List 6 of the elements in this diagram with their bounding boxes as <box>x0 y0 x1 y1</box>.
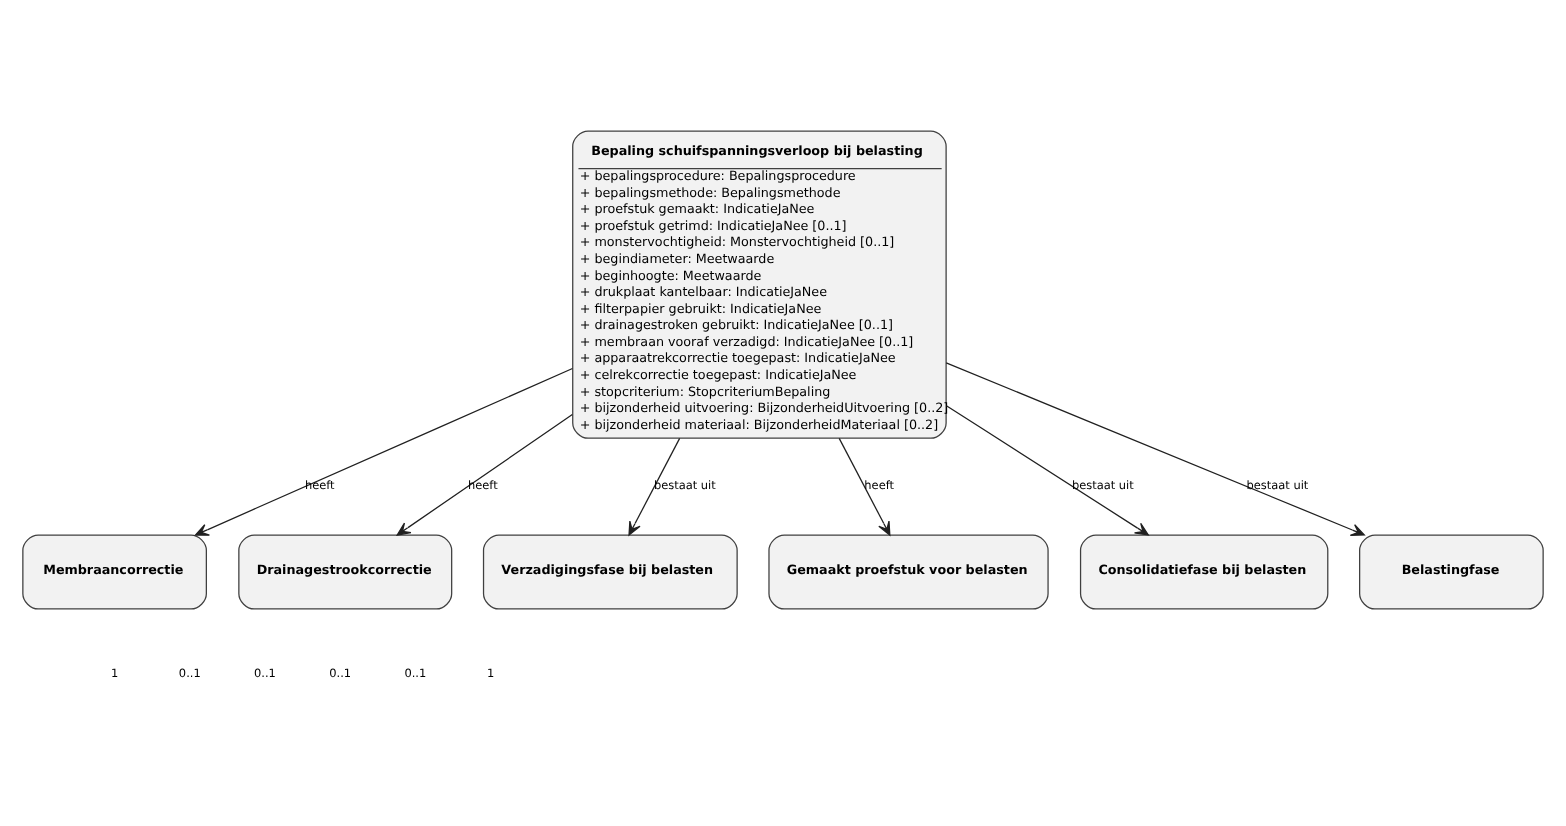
arrow <box>628 436 681 535</box>
arrow <box>838 436 891 535</box>
arrow <box>396 412 573 535</box>
arrow <box>945 404 1149 535</box>
arrow <box>945 361 1365 535</box>
arrow <box>194 366 574 535</box>
